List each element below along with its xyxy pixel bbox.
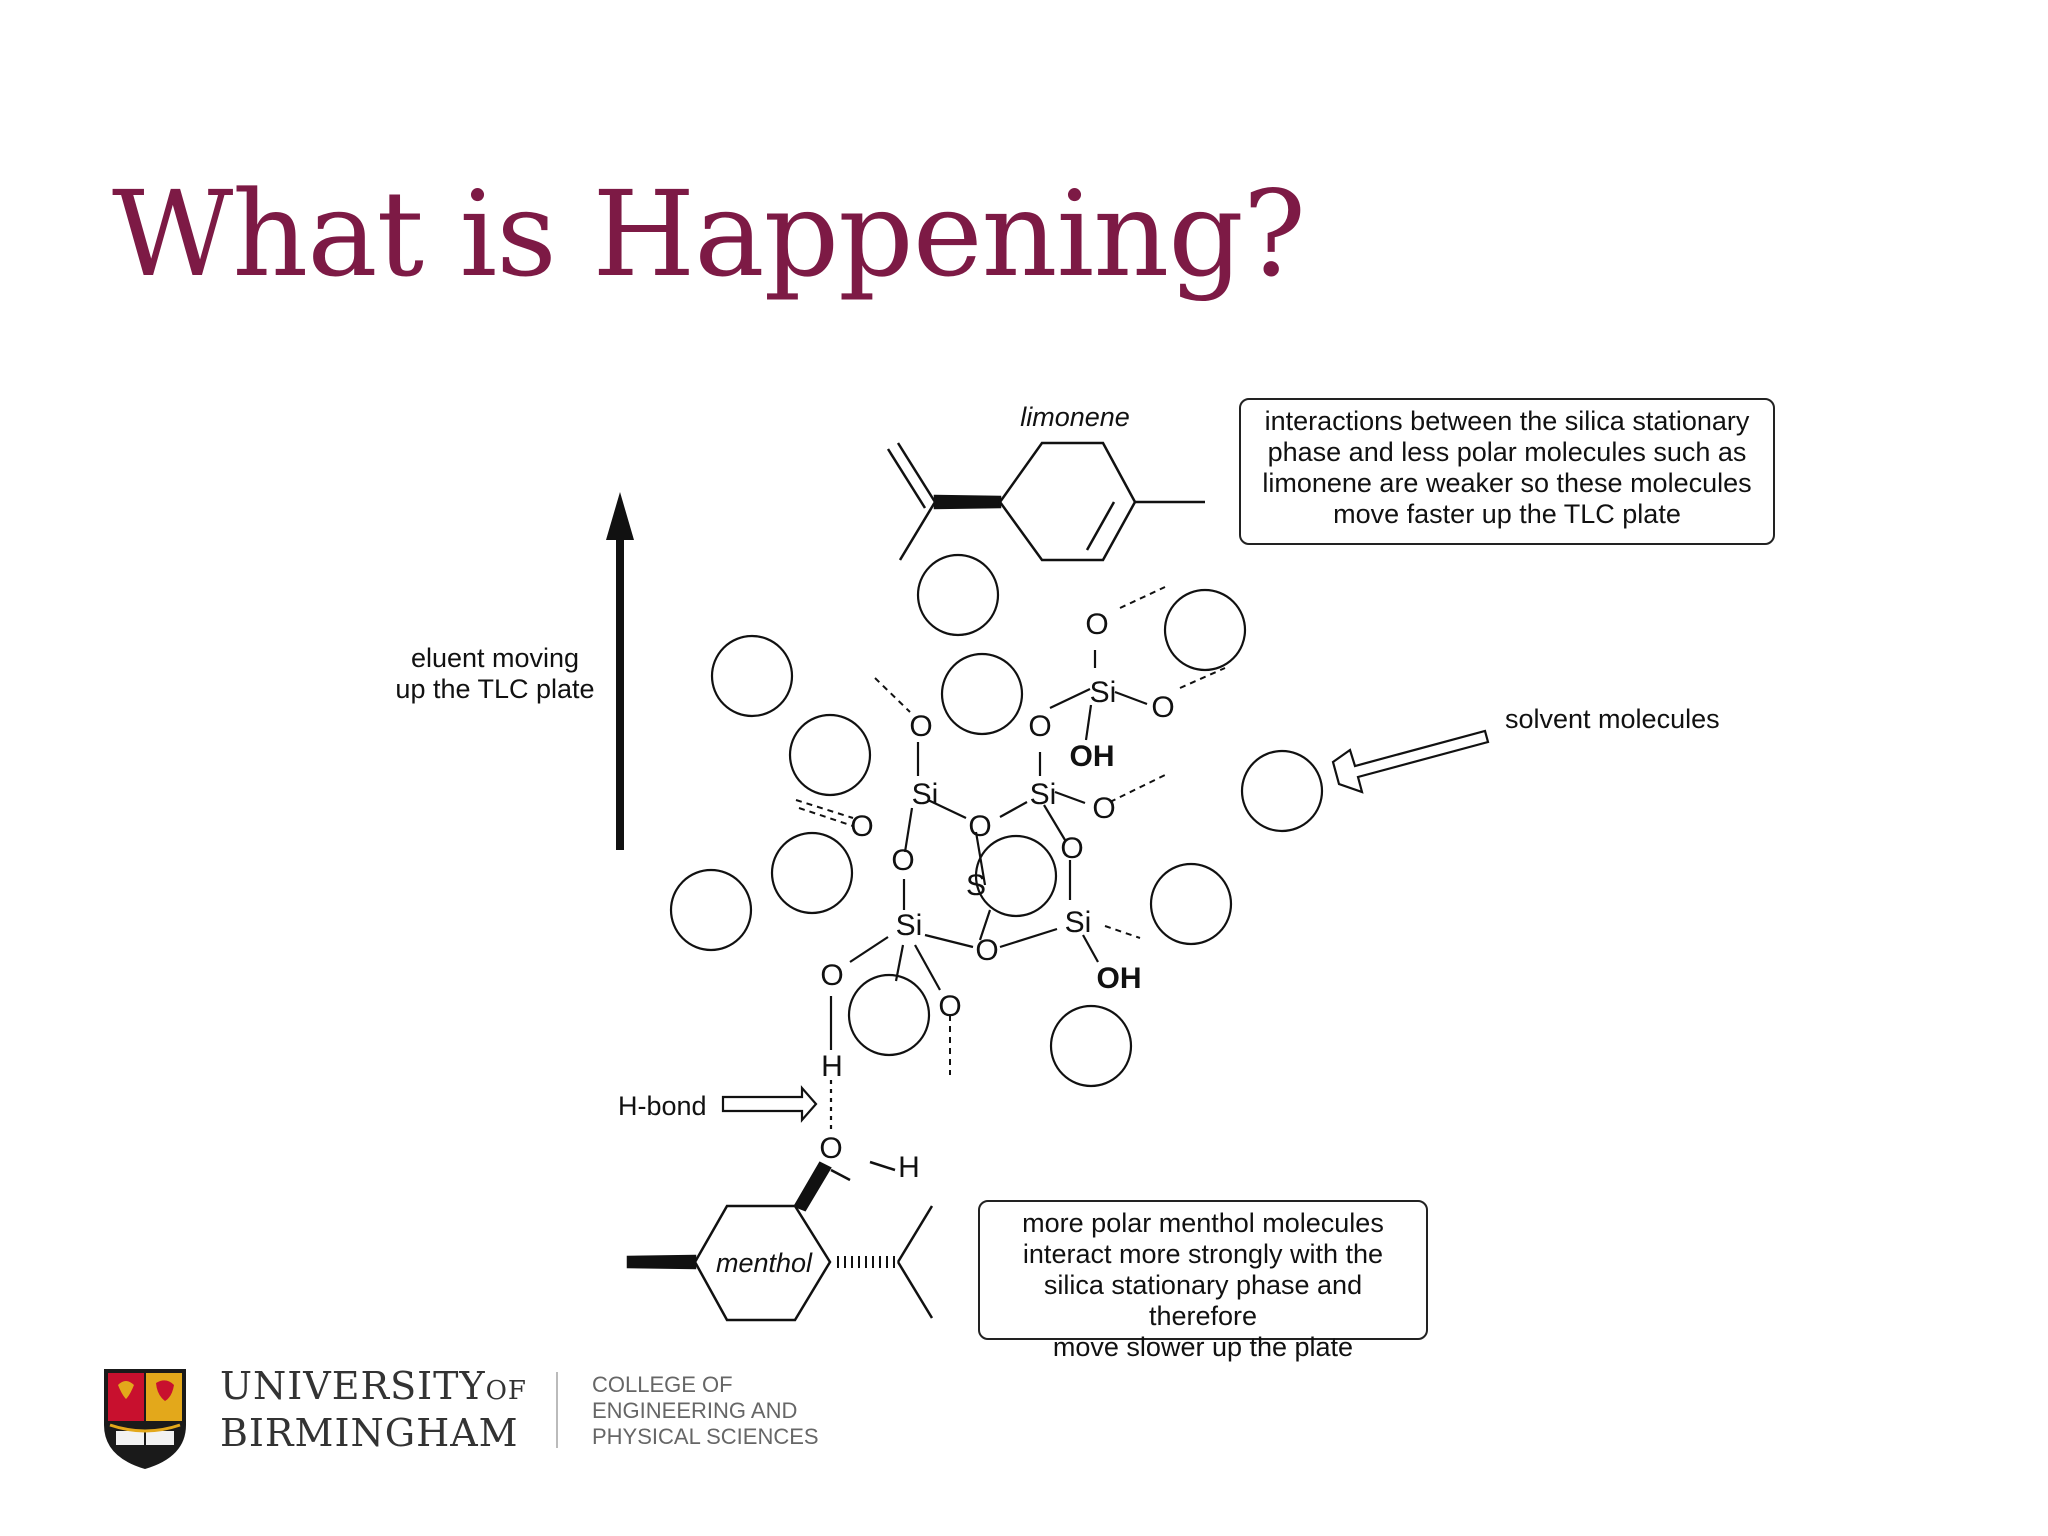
atom-si: Si xyxy=(896,909,923,942)
atom-h: H xyxy=(821,1050,843,1083)
limonene-note: interactions between the silica stationa… xyxy=(1239,398,1775,545)
atom-o: O xyxy=(819,1132,842,1165)
limonene-label: limonene xyxy=(1020,402,1130,432)
footer-divider xyxy=(556,1372,558,1448)
menthol-note-line: silica stationary phase and therefore xyxy=(1043,1270,1363,1331)
solvent-molecules xyxy=(669,553,1324,1088)
limonene-molecule xyxy=(886,441,1205,562)
atom-o: O xyxy=(975,934,998,967)
atom-o: O xyxy=(850,810,873,843)
limonene-note-line: move faster up the TLC plate xyxy=(1333,499,1681,529)
university-shield-logo xyxy=(104,1369,186,1469)
silica-dashed-bonds xyxy=(795,586,1226,1075)
atom-o: O xyxy=(1060,832,1083,865)
atom-o: O xyxy=(1085,608,1108,641)
limonene-note-line: phase and less polar molecules such as xyxy=(1267,437,1747,467)
atom-si: Si xyxy=(1090,676,1117,709)
atom-o: O xyxy=(1151,691,1174,724)
college-line: COLLEGE OF xyxy=(592,1372,733,1397)
university-name: UNIVERSITYOF BIRMINGHAM xyxy=(220,1365,527,1454)
menthol-note-line: move slower up the plate xyxy=(1052,1332,1354,1362)
silica-bonds xyxy=(829,650,1148,1050)
atom-o: O xyxy=(938,990,961,1023)
menthol-hashed-bond xyxy=(837,1256,895,1268)
atom-o: O xyxy=(909,710,932,743)
eluent-arrow xyxy=(606,492,634,850)
hbond-label: H-bond xyxy=(618,1091,707,1121)
solvent-pointer-arrow xyxy=(1331,729,1490,794)
hbond-pointer-arrow xyxy=(721,1085,818,1123)
menthol-molecule xyxy=(626,1160,934,1322)
atom-o: O xyxy=(820,959,843,992)
eluent-label-line2: up the TLC plate xyxy=(395,674,594,704)
atom-si: Si xyxy=(912,778,939,811)
atom-h: H xyxy=(898,1151,920,1184)
university-of: OF xyxy=(485,1376,527,1406)
atom-oh: OH xyxy=(1070,740,1115,773)
eluent-label-line1: eluent moving xyxy=(411,643,579,673)
atom-o: O xyxy=(1092,792,1115,825)
atom-o: O xyxy=(891,844,914,877)
menthol-label: menthol xyxy=(716,1248,813,1278)
college-line: PHYSICAL SCIENCES xyxy=(592,1424,819,1449)
slide-title: What is Happening? xyxy=(112,165,1306,303)
atom-si: Si xyxy=(1030,778,1057,811)
atom-oh: OH xyxy=(1097,962,1142,995)
menthol-note: more polar menthol molecules interact mo… xyxy=(978,1200,1428,1362)
limonene-note-line: limonene are weaker so these molecules xyxy=(1262,468,1752,498)
limonene-note-line: interactions between the silica stationa… xyxy=(1264,406,1750,436)
university-line2: BIRMINGHAM xyxy=(220,1411,519,1455)
atom-si: Si xyxy=(1065,906,1092,939)
college-line: ENGINEERING AND xyxy=(592,1398,798,1423)
menthol-note-line: more polar menthol molecules xyxy=(1022,1208,1384,1238)
atom-o: O xyxy=(1028,710,1051,743)
solvent-label: solvent molecules xyxy=(1505,704,1720,734)
university-line1: UNIVERSITY xyxy=(220,1364,486,1408)
atom-o: O xyxy=(968,810,991,843)
college-name: COLLEGE OF ENGINEERING AND PHYSICAL SCIE… xyxy=(592,1372,819,1450)
menthol-note-line: interact more strongly with the xyxy=(1022,1239,1384,1269)
